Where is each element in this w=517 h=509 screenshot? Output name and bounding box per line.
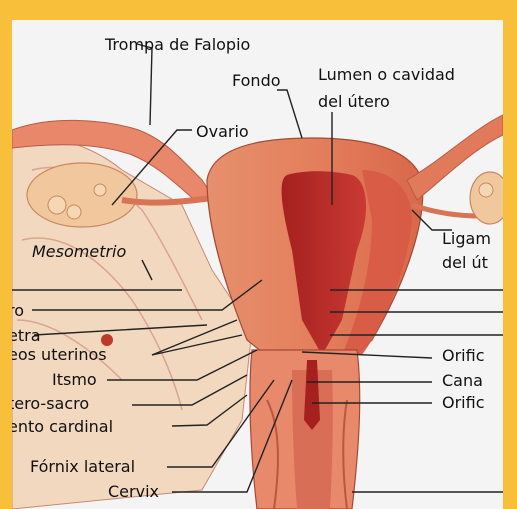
label-body: ro [8,302,24,320]
label-cardinal-ligament: ento cardinal [8,418,113,436]
label-myometrium: etra [8,327,41,345]
label-uterine-vessels: eos uterinos [8,346,107,364]
label-mesometrium: Mesometrio [32,243,126,261]
label-isthmus: Itsmo [52,371,97,389]
label-cervix: Cervix [108,483,159,501]
label-lateral-fornix: Fórnix lateral [30,458,135,476]
label-cervical-canal: Cana [442,372,483,390]
label-ligament-line2: del út [442,254,488,272]
label-ovary: Ovario [196,123,249,141]
label-lumen-line2: del útero [318,93,390,111]
label-ligament-line1: Ligam [442,230,491,248]
label-fallopian-tube: Trompa de Falopio [105,36,250,54]
label-internal-os: Orific [442,347,485,365]
label-fundus: Fondo [232,72,281,90]
label-lumen-line1: Lumen o cavidad [318,66,455,84]
label-external-os: Orific [442,394,485,412]
label-uterosacral: tero-sacro [8,395,89,413]
